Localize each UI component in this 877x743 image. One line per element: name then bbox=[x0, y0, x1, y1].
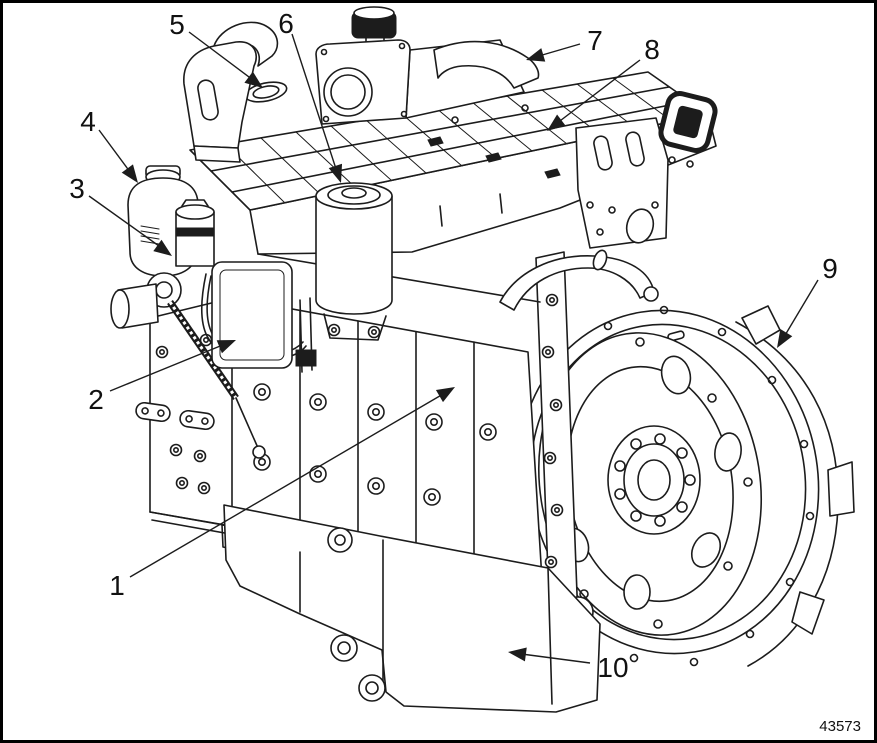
callout-10-leader bbox=[513, 652, 591, 664]
callout-4-arrowhead bbox=[121, 164, 138, 183]
oil-pan bbox=[223, 504, 601, 713]
callout-2-arrowhead bbox=[216, 340, 236, 354]
callout-4-label: 4 bbox=[80, 106, 96, 137]
callout-9: 9 bbox=[777, 253, 838, 348]
callout-6-leader bbox=[291, 33, 339, 176]
heater-pipe bbox=[499, 249, 659, 311]
callout-9-label: 9 bbox=[822, 253, 838, 284]
callout-9-arrowhead bbox=[777, 328, 793, 348]
rear-lifting-bracket bbox=[575, 117, 669, 249]
callout-6-arrowhead bbox=[328, 163, 343, 183]
callout-7-arrowhead bbox=[526, 48, 546, 62]
callout-5-label: 5 bbox=[169, 9, 185, 40]
callout-5-leader bbox=[188, 31, 258, 84]
callout-2-leader bbox=[109, 341, 231, 392]
callout-1-leader bbox=[129, 389, 451, 578]
callout-10-label: 10 bbox=[597, 652, 628, 683]
callout-1-label: 1 bbox=[109, 570, 125, 601]
water-inlet-stub bbox=[110, 283, 159, 329]
flexplate bbox=[537, 332, 763, 636]
callout-3: 3 bbox=[69, 173, 172, 256]
callout-6: 6 bbox=[278, 8, 343, 183]
callout-9-leader bbox=[780, 279, 819, 343]
thermostat-housing bbox=[315, 39, 411, 125]
electrical-connector bbox=[658, 91, 718, 168]
callout-7-label: 7 bbox=[587, 25, 603, 56]
callout-3-label: 3 bbox=[69, 173, 85, 204]
callout-8-leader bbox=[551, 59, 641, 128]
fuel-primer-pump bbox=[175, 199, 215, 267]
callout-7: 7 bbox=[526, 25, 603, 62]
callout-4: 4 bbox=[80, 106, 138, 183]
callout-2-label: 2 bbox=[88, 384, 104, 415]
callouts-layer: 1 2 3 4 5 6 7 bbox=[69, 8, 838, 683]
callout-1-arrowhead bbox=[435, 387, 455, 403]
callout-10: 10 bbox=[508, 647, 629, 683]
oil-filter bbox=[315, 182, 393, 341]
dipstick-tube bbox=[167, 300, 266, 459]
callout-3-arrowhead bbox=[153, 239, 172, 256]
breather-cap bbox=[351, 6, 397, 47]
callout-5: 5 bbox=[169, 9, 263, 88]
callout-4-leader bbox=[98, 129, 134, 177]
crankshaft-hub bbox=[607, 425, 701, 535]
callout-1: 1 bbox=[109, 387, 455, 601]
drawing-number: 43573 bbox=[819, 718, 861, 735]
callout-8: 8 bbox=[547, 34, 660, 131]
callout-5-arrowhead bbox=[244, 71, 263, 88]
intake-elbow bbox=[433, 40, 540, 89]
oil-fill-port bbox=[244, 81, 288, 103]
callout-3-leader bbox=[88, 195, 167, 252]
callout-10-arrowhead bbox=[508, 647, 527, 662]
callout-2: 2 bbox=[88, 340, 236, 415]
callout-8-label: 8 bbox=[644, 34, 660, 65]
callout-8-arrowhead bbox=[547, 114, 566, 131]
callout-6-label: 6 bbox=[278, 8, 294, 39]
